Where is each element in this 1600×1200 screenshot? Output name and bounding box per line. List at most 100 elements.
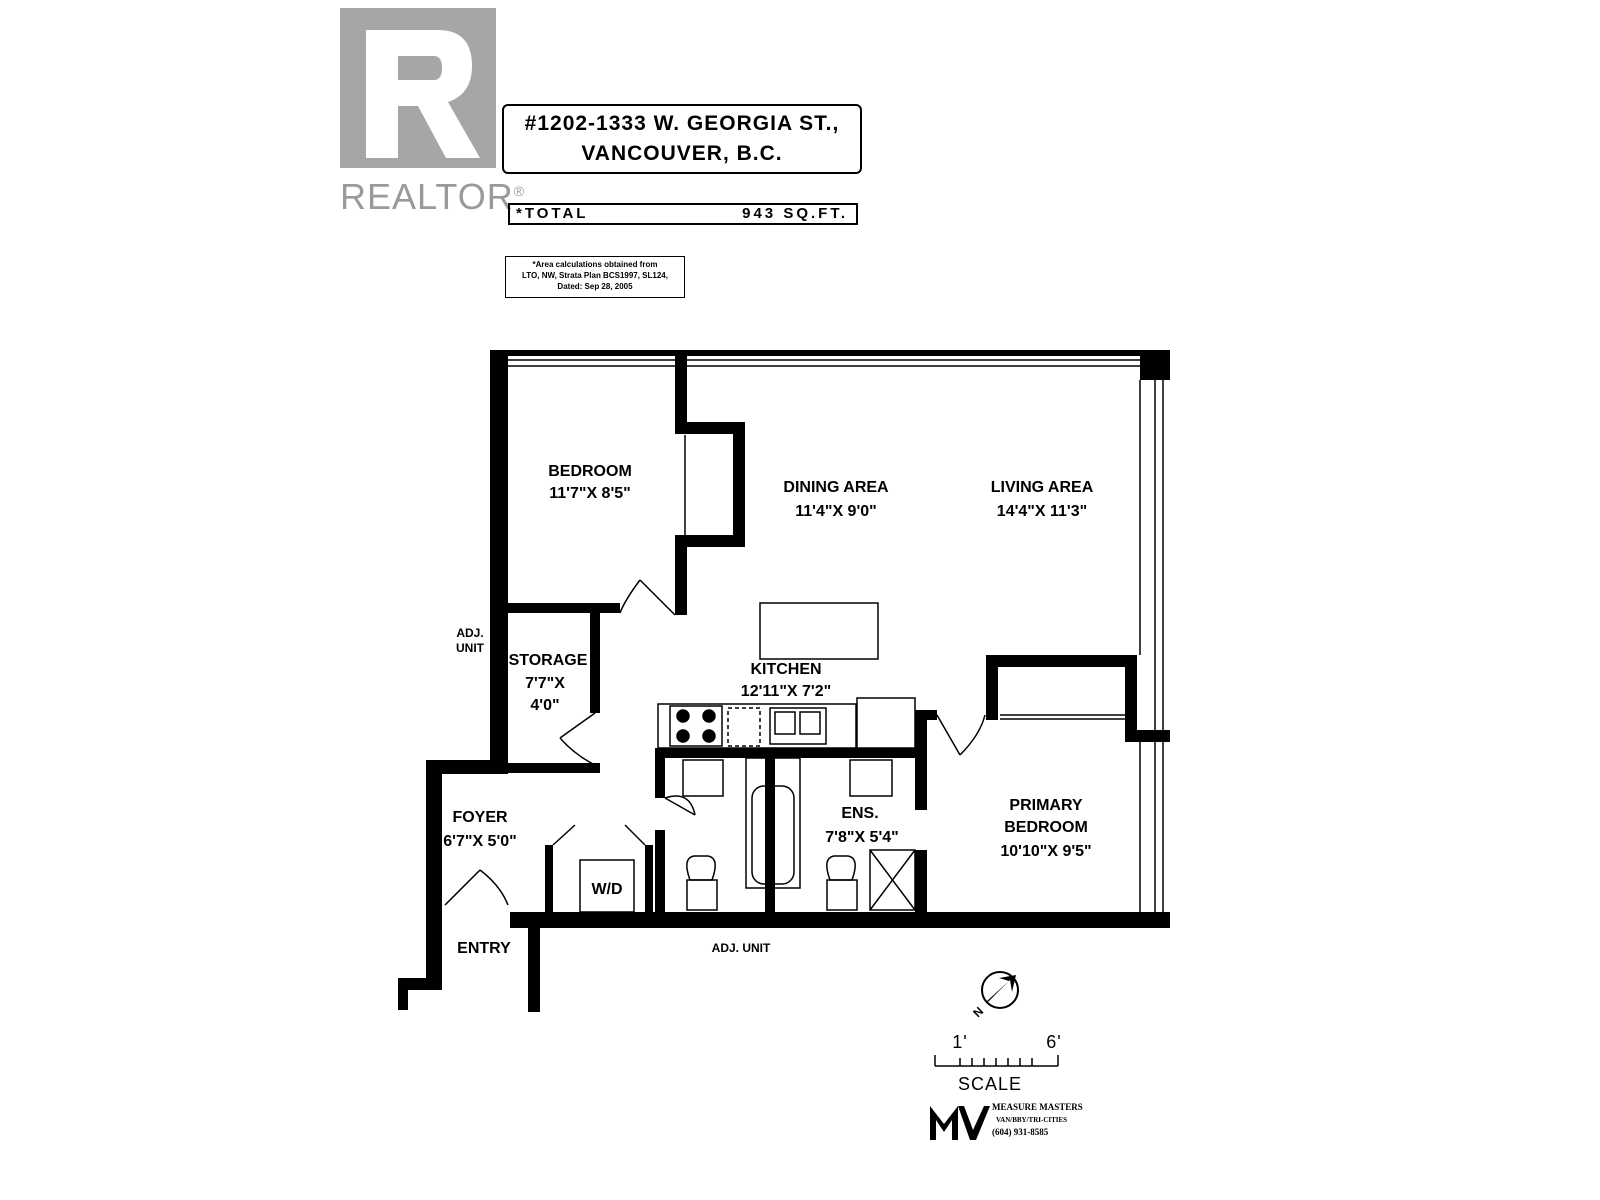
bath-door — [664, 795, 696, 816]
wall-storage-bottom — [508, 763, 600, 773]
sink-bowl-2 — [799, 711, 821, 735]
wall-primary-top-stub — [915, 710, 937, 720]
address-box: #1202-1333 W. GEORGIA ST., VANCOUVER, B.… — [502, 104, 862, 174]
foyer-name: FOYER — [452, 809, 508, 826]
scale-label: SCALE — [958, 1074, 1022, 1094]
company-name: MEASURE MASTERS — [992, 1102, 1083, 1112]
bath-sink — [682, 759, 724, 797]
north-arrow-icon — [987, 975, 1016, 1002]
room-labels: BEDROOM 11'7"X 8'5" DINING AREA 11'4"X 9… — [443, 463, 1093, 957]
wall-entry-step — [400, 978, 442, 990]
north-label: N — [970, 1004, 986, 1020]
fridge — [856, 697, 916, 749]
bedroom-name: BEDROOM — [548, 463, 632, 480]
doors — [444, 435, 1125, 906]
ensuite-name: ENS. — [841, 805, 878, 822]
burner-2 — [702, 709, 716, 723]
wall-bath-top — [655, 748, 925, 758]
address-line-1: #1202-1333 W. GEORGIA ST., — [524, 112, 840, 135]
wall-tub-right — [765, 748, 775, 913]
ensuite-dim: 7'8"X 5'4" — [825, 829, 899, 846]
wall-bedroom-right-lower — [675, 535, 687, 615]
bedroom-dim: 11'7"X 8'5" — [549, 485, 631, 502]
fixtures — [579, 602, 916, 913]
adj-unit-left-2: UNIT — [456, 641, 485, 655]
wall-entry-stub-left — [398, 978, 408, 1010]
entry-label: ENTRY — [457, 940, 511, 957]
kitchen-island — [759, 602, 879, 660]
wall-foyer-top — [426, 760, 508, 774]
wall-primary-closet-top — [986, 655, 1128, 667]
bathtub — [751, 785, 795, 885]
ensuite-sink — [849, 759, 893, 797]
foyer-dim: 6'7"X 5'0" — [443, 833, 517, 850]
primary-dim: 10'10"X 9'5" — [1000, 843, 1091, 860]
stove — [669, 705, 723, 747]
area-note-line-3: Dated: Sep 28, 2005 — [557, 282, 633, 291]
address-line-2: VANCOUVER, B.C. — [581, 142, 783, 165]
shower-x-2 — [869, 849, 916, 911]
tub-surround — [745, 757, 801, 889]
dishwasher — [727, 707, 761, 747]
kitchen-name: KITCHEN — [750, 661, 821, 678]
wall-bath-left-lower — [655, 830, 665, 915]
scale-end: 6' — [1046, 1032, 1061, 1052]
north-arrow: N — [970, 971, 1019, 1020]
realtor-logo-mark — [340, 8, 496, 168]
realtor-wordmark: REALTOR® — [340, 176, 526, 217]
wall-closet-right — [733, 422, 745, 547]
kitchen-counter — [657, 703, 857, 749]
walls — [398, 350, 1170, 1012]
realtor-logo: REALTOR® — [340, 8, 524, 218]
wall-primary-closet-right — [1125, 655, 1137, 740]
primary-door — [936, 714, 986, 756]
toilet-bath-tank — [686, 879, 718, 911]
wall-entry-stub-right — [528, 912, 540, 1012]
dining-name: DINING AREA — [783, 479, 889, 496]
kitchen-sink — [769, 707, 827, 745]
wall-closet-bottom — [675, 535, 745, 547]
total-value: 943 SQ.FT. — [742, 205, 848, 222]
washer-dryer — [579, 859, 635, 913]
sink-bowl-1 — [774, 711, 796, 735]
primary-name-2: BEDROOM — [1004, 819, 1088, 836]
total-area-box: *TOTAL 943 SQ.FT. — [508, 203, 858, 225]
adj-unit-left-1: ADJ. — [456, 626, 483, 640]
entry-door — [444, 869, 509, 906]
wall-bath-left — [655, 748, 665, 798]
window-walls — [508, 359, 1164, 912]
area-note-line-2: LTO, NW, Strata Plan BCS1997, SL124, — [522, 271, 668, 280]
wall-laundry-left — [545, 845, 553, 915]
toilet-ensuite — [826, 855, 856, 881]
storage-name: STORAGE — [509, 652, 588, 669]
wall-primary-right-stub — [1125, 730, 1170, 742]
living-name: LIVING AREA — [991, 479, 1094, 496]
shower — [869, 849, 916, 911]
mm-logo-v-icon — [958, 1106, 990, 1140]
wall-bedroom-right-upper — [675, 350, 687, 422]
wall-bedroom-bottom — [508, 603, 620, 613]
adj-unit-bottom: ADJ. UNIT — [712, 941, 771, 955]
storage-dim-1: 7'7"X — [525, 675, 565, 692]
kitchen-dim: 12'11"X 7'2" — [741, 683, 831, 700]
primary-name-1: PRIMARY — [1009, 797, 1083, 814]
wall-ensuite-right-lower — [915, 850, 927, 915]
wall-ensuite-right — [915, 710, 927, 810]
company-area: VAN/BBY/TRI-CITIES — [996, 1116, 1067, 1124]
toilet-bath — [686, 855, 716, 881]
wall-primary-closet-left — [986, 655, 998, 720]
wall-laundry-right — [645, 845, 653, 915]
wall-left-upper — [490, 350, 508, 765]
mm-logo-icon — [930, 1106, 958, 1140]
wall-bottom — [510, 912, 1170, 928]
area-note-line-1: *Area calculations obtained from — [532, 260, 658, 269]
living-dim: 14'4"X 11'3" — [997, 503, 1087, 520]
burner-1 — [676, 709, 690, 723]
realtor-r-icon — [366, 30, 480, 158]
storage-dim-2: 4'0" — [530, 697, 559, 714]
wall-top — [490, 350, 1170, 356]
scale-bar — [934, 1055, 1059, 1067]
wall-closet-top — [675, 422, 745, 434]
wall-foyer-left — [426, 760, 442, 985]
